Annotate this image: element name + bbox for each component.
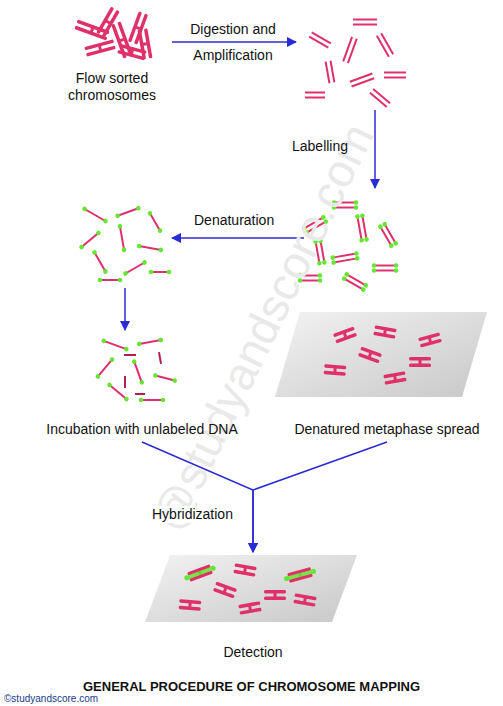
dna-fragment [153, 373, 178, 384]
stage-node: Detection [145, 553, 361, 661]
dna-fragment [355, 213, 369, 243]
dna-fragment [377, 33, 393, 56]
dna-fragment [377, 221, 399, 249]
chromosome [213, 582, 237, 599]
dna-fragment [137, 337, 164, 346]
stage-node: Denatured metaphase spread [272, 421, 502, 438]
dna-fragment [98, 278, 123, 283]
chromosome [283, 566, 317, 584]
dna-fragment [122, 259, 147, 276]
probe-cluster [95, 337, 178, 402]
dna-fragment [305, 93, 325, 98]
chromosome [128, 11, 148, 44]
chromosome [264, 590, 286, 600]
dna-fragment [330, 251, 360, 265]
chromosome [409, 357, 431, 367]
fragment-cluster [305, 20, 406, 107]
chromosome [418, 332, 442, 347]
stage-caption: Incubation with unlabeled DNA [20, 421, 264, 438]
dna-fragment [149, 270, 172, 275]
dna-fragment [343, 37, 357, 63]
step-label: Denaturation [194, 212, 274, 229]
dna-fragment [101, 338, 129, 352]
metaphase-slide [275, 312, 487, 397]
stage-caption: Denatured metaphase spread [272, 421, 502, 438]
dna-fragment [131, 359, 144, 386]
diagram-title: GENERAL PROCEDURE OF CHROMOSOME MAPPING [0, 679, 503, 694]
dna-fragment [350, 74, 374, 87]
dna-fragment [106, 382, 129, 403]
dna-fragment [384, 73, 406, 78]
step-label: Digestion and Amplification [178, 16, 288, 68]
detection-slide [145, 555, 357, 622]
dna-fragment [326, 61, 335, 84]
dna-fragment [95, 356, 116, 379]
step-label: Labelling [292, 138, 348, 155]
chromosome [324, 364, 347, 376]
dna-fragment [117, 224, 126, 253]
dna-fragment [137, 243, 164, 252]
chromosome [179, 599, 202, 611]
stage-node: Flow sorted chromosomes [60, 70, 164, 104]
dna-fragment [341, 271, 369, 293]
dna-fragment [78, 230, 101, 251]
chromosome [183, 563, 217, 584]
step-label: Hybridization [150, 506, 235, 523]
dna-fragment [353, 20, 377, 25]
dna-fragment [115, 205, 142, 218]
chromosome [233, 563, 256, 577]
process-arrow [172, 41, 296, 43]
single-strand-cluster [78, 205, 171, 282]
dna-fragment [309, 32, 331, 47]
chromosome [383, 371, 406, 385]
copyright-note: ©studyandscore.com [4, 693, 98, 704]
chromosome [293, 593, 316, 607]
merge-connector [253, 442, 387, 552]
dna-fragment [372, 263, 399, 273]
chromosome [137, 28, 152, 59]
chromosome [333, 327, 357, 344]
dna-fragment [139, 398, 166, 403]
stage-caption: Flow sorted chromosomes [60, 70, 164, 104]
dna-fragment [370, 89, 390, 107]
stage-node: Incubation with unlabeled DNA [20, 421, 264, 438]
process-arrow [124, 288, 126, 330]
chromosome-cluster [74, 7, 152, 61]
stage-caption: Detection [145, 644, 361, 661]
chromosome [358, 347, 382, 364]
chromosome [373, 325, 396, 339]
chromosome [84, 39, 116, 56]
dna-fragment [147, 210, 163, 234]
chromosome [238, 601, 261, 615]
dna-fragment [81, 206, 108, 224]
dna-fragment [91, 249, 108, 274]
